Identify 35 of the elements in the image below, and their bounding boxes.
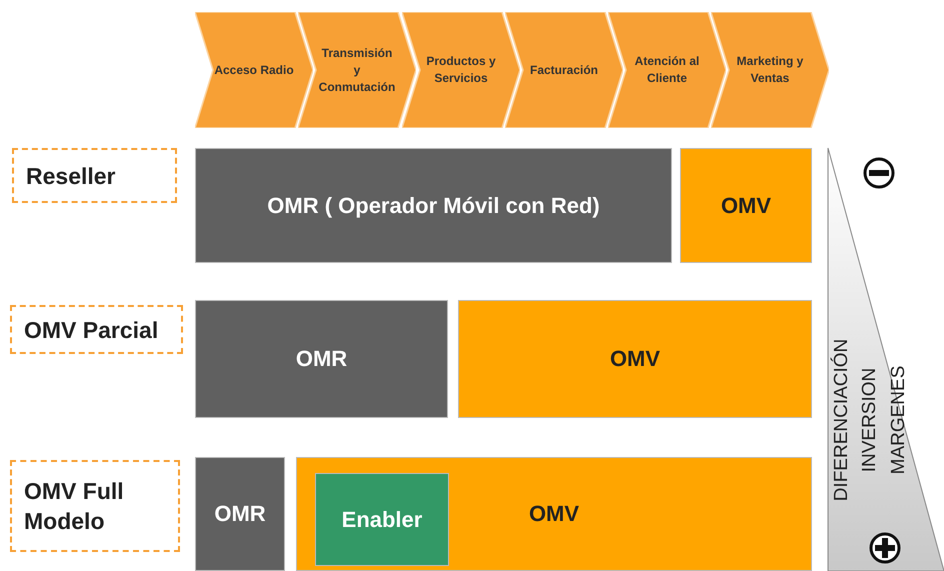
model-label-frame (10, 305, 183, 354)
step-label: Atención al Cliente (634, 53, 700, 87)
step-label: Productos y Servicios (425, 53, 497, 87)
bar-label: OMR (296, 346, 348, 372)
bar-label: OMR ( Operador Móvil con Red) (267, 192, 600, 218)
axis-caption: MARGENES (888, 364, 910, 476)
value-chain-step (711, 12, 829, 128)
operator-bar (296, 457, 812, 571)
value-chain-step (195, 12, 313, 128)
model-label: OMV Parcial (24, 316, 158, 344)
bar-label: OMV (528, 501, 580, 527)
step-label: Acceso Radio (214, 62, 294, 78)
operator-bar (195, 457, 285, 571)
operator-bar (195, 300, 448, 418)
operator-bar (315, 473, 449, 566)
operator-bar (680, 148, 812, 263)
model-label: Reseller (26, 162, 116, 190)
value-chain-step (402, 12, 520, 128)
axis-caption: DIFERENCIACIÓN (831, 338, 853, 504)
value-chain-step (608, 12, 726, 128)
step-label: Facturación (530, 62, 598, 78)
axis-caption: INVERSION (859, 366, 881, 474)
value-chain-step (505, 12, 623, 128)
model-label-frame (10, 460, 180, 552)
bar-label: OMR (214, 501, 266, 527)
operator-bar (458, 300, 812, 418)
step-label: Marketing y Ventas (736, 53, 804, 87)
model-label: OMV Full Modelo (24, 477, 125, 536)
step-label: Transmisión y Conmutación (318, 44, 396, 96)
bar-label: OMV (610, 346, 660, 372)
operator-bar (195, 148, 672, 263)
bar-label: OMV (720, 192, 772, 218)
model-label-frame (12, 148, 177, 203)
bar-label: Enabler (342, 506, 422, 532)
value-chain-step (298, 12, 416, 128)
